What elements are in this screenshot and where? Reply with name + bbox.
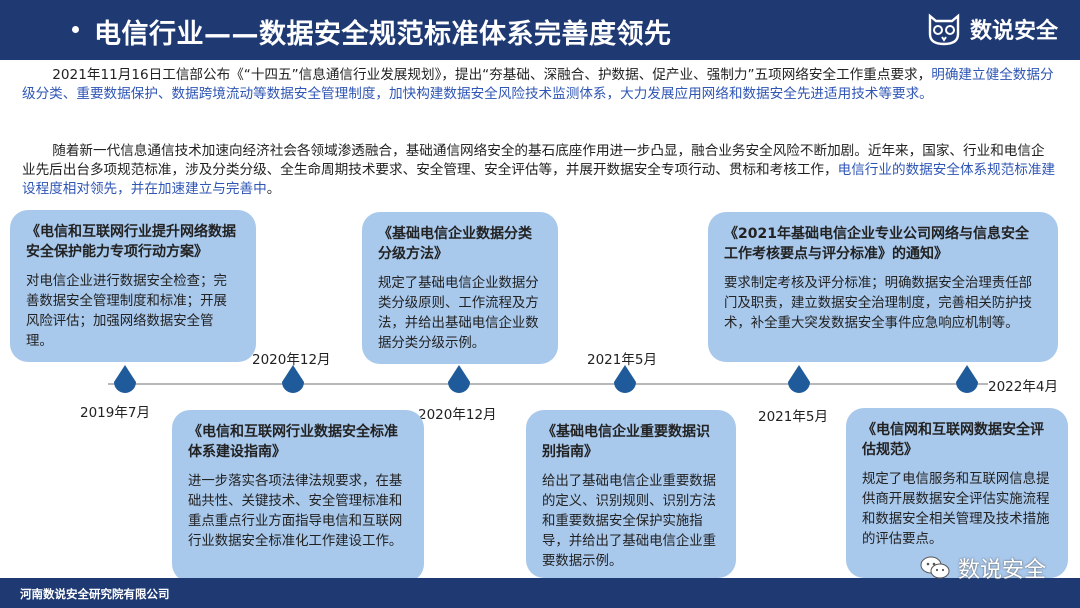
title-bullet xyxy=(72,26,79,33)
intro-text-end: 。 xyxy=(266,181,281,197)
brand-logo: 数说安全 xyxy=(926,12,1058,46)
footer-bar: 河南数说安全研究院有限公司 数说安全 xyxy=(0,556,1080,608)
timeline-pin-icon xyxy=(614,365,636,393)
intro-highlight: 电信行业的数据安全体系规范标准建设程度相对领先，并在加速建立与完善中 xyxy=(22,162,1056,197)
policy-card: 《电信和互联网行业提升网络数据安全保护能力专项行动方案》 对电信企业进行数据安全… xyxy=(10,210,256,362)
timeline-date: 2021年5月 xyxy=(758,409,828,425)
timeline-date: 2019年7月 xyxy=(80,405,150,421)
timeline-date: 2020年12月 xyxy=(252,352,331,368)
policy-card-title: 《基础电信企业数据分类分级方法》 xyxy=(378,226,532,262)
timeline-date: 2020年12月 xyxy=(418,407,497,423)
policy-card: 《电信网和互联网数据安全评估规范》 规定了电信服务和互联网信息提供商开展数据安全… xyxy=(846,408,1068,578)
brand-name: 数说安全 xyxy=(969,19,1058,44)
timeline-date: 2022年4月 xyxy=(988,379,1058,395)
policy-card-title: 《电信网和互联网数据安全评估规范》 xyxy=(862,422,1044,458)
intro-text: 2021年11月16日工信部公布《“十四五”信息通信行业发展规划》，提出“夯基础… xyxy=(52,67,932,83)
organization-name: 河南数说安全研究院有限公司 xyxy=(20,587,170,601)
header-bar: 电信行业——数据安全规范标准体系完善度领先 数说安全 xyxy=(0,0,1080,60)
wechat-watermark: 数说安全 xyxy=(920,552,1046,584)
policy-card-body: 规定了电信服务和互联网信息提供商开展数据安全评估实施流程和数据安全相关管理及技术… xyxy=(862,472,1050,547)
timeline-axis xyxy=(108,383,988,385)
timeline-pin-icon xyxy=(956,365,978,393)
policy-card-title: 《电信和互联网行业提升网络数据安全保护能力专项行动方案》 xyxy=(26,224,236,260)
policy-card-body: 要求制定考核及评分标准；明确数据安全治理责任部门及职责，建立数据安全治理制度，完… xyxy=(724,276,1032,331)
policy-card-body: 给出了基础电信企业重要数据的定义、识别规则、识别方法和重要数据安全保护实施指导，… xyxy=(542,474,717,569)
intro-paragraph-1: 2021年11月16日工信部公布《“十四五”信息通信行业发展规划》，提出“夯基础… xyxy=(22,66,1058,104)
policy-card: 《基础电信企业数据分类分级方法》 规定了基础电信企业数据分类分级原则、工作流程及… xyxy=(362,212,558,364)
policy-card-title: 《基础电信企业重要数据识别指南》 xyxy=(542,424,710,460)
intro-highlight: 明确建立健全数据分级分类、重要数据保护、数据跨境流动等数据安全管理制度，加快构建… xyxy=(22,67,1054,102)
timeline-pin-icon xyxy=(448,365,470,393)
intro-paragraph-2: 随着新一代信息通信技术加速向经济社会各领域渗透融合，基础通信网络安全的基石底座作… xyxy=(22,142,1058,199)
policy-card-body: 对电信企业进行数据安全检查；完善数据安全管理制度和标准；开展风险评估；加强网络数… xyxy=(26,274,227,349)
wechat-icon xyxy=(920,556,950,579)
owl-logo-icon xyxy=(928,13,960,46)
policy-card-title: 《电信和互联网行业数据安全标准体系建设指南》 xyxy=(188,424,398,460)
policy-card-body: 进一步落实各项法律法规要求，在基础共性、关键技术、安全管理标准和重点重点行业方面… xyxy=(188,474,403,549)
policy-card-body: 规定了基础电信企业数据分类分级原则、工作流程及方法，并给出基础电信企业数据分类分… xyxy=(378,276,539,351)
timeline-pin-icon xyxy=(114,365,136,393)
wechat-account-name: 数说安全 xyxy=(957,558,1046,583)
timeline-pin-icon xyxy=(282,365,304,393)
timeline-date: 2021年5月 xyxy=(587,352,657,368)
timeline-pin-icon xyxy=(788,365,810,393)
intro-text: 随着新一代信息通信技术加速向经济社会各领域渗透融合，基础通信网络安全的基石底座作… xyxy=(22,143,1045,178)
policy-card: 《基础电信企业重要数据识别指南》 给出了基础电信企业重要数据的定义、识别规则、识… xyxy=(526,410,736,578)
policy-card: 《电信和互联网行业数据安全标准体系建设指南》 进一步落实各项法律法规要求，在基础… xyxy=(172,410,424,582)
page-title: 电信行业——数据安全规范标准体系完善度领先 xyxy=(94,19,672,50)
policy-card-title: 《2021年基础电信企业专业公司网络与信息安全工作考核要点与评分标准》的通知》 xyxy=(724,226,1029,262)
policy-card: 《2021年基础电信企业专业公司网络与信息安全工作考核要点与评分标准》的通知》 … xyxy=(708,212,1058,362)
